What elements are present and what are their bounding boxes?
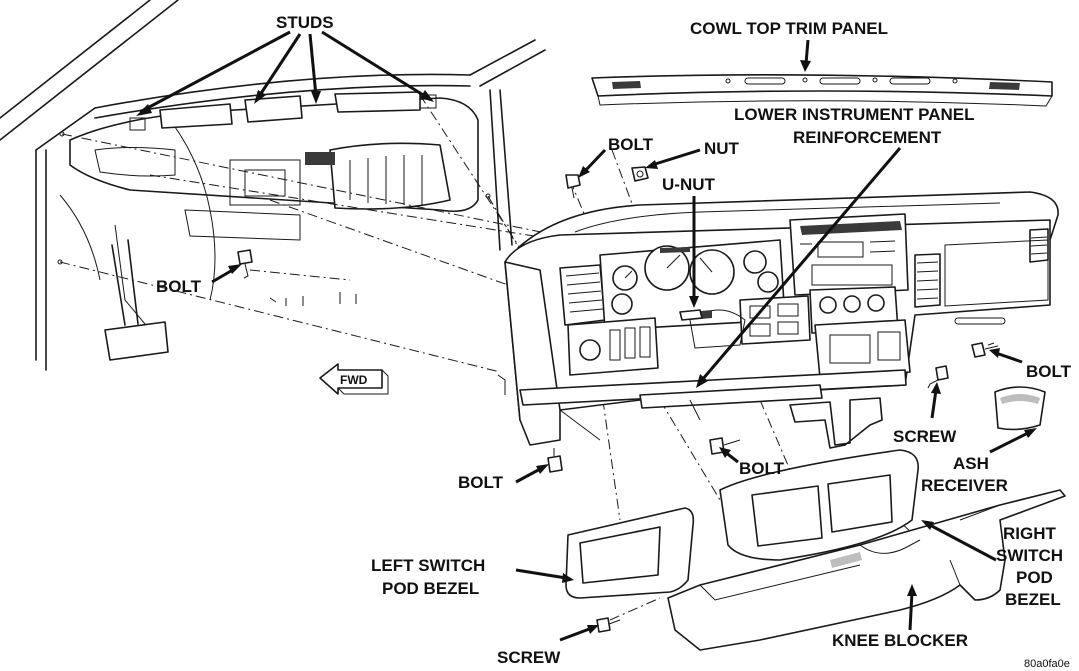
screw-bottom-label: SCREW [497,648,561,667]
studs-label: STUDS [276,13,334,32]
left-switch-pod-bezel [565,507,695,599]
instrument-panel [497,191,1059,449]
bolt-top-fastener [565,174,581,199]
bolt-center-label: BOLT [739,459,785,478]
u-nut-label: U-NUT [662,175,715,194]
right-switch-pod-bezel-label-line2: SWITCH [996,546,1063,565]
cowl-top-trim-panel-label: COWL TOP TRIM PANEL [690,19,888,38]
bolt-lower-left-label: BOLT [458,473,504,492]
left-switch-pod-bezel-label-line1: LEFT SWITCH [371,556,485,575]
knee-blocker-label: KNEE BLOCKER [832,631,968,650]
right-switch-pod-bezel-label-line1: RIGHT [1003,524,1057,543]
screw-right-fastener [927,365,949,389]
ash-receiver-label-line1: ASH [953,454,989,473]
left-switch-pod-bezel-label-line2: POD BEZEL [382,579,479,598]
fasteners [237,166,999,633]
nut-fastener [631,166,649,182]
fwd-label: FWD [340,373,368,387]
bolt-left-fastener [237,249,253,279]
cowl-top-trim-panel [591,74,1053,107]
ash-receiver [994,386,1046,431]
screw-bottom-fastener [596,617,621,633]
bolt-lower-left-fastener [547,448,563,473]
right-switch-pod-bezel-label-line4: BEZEL [1005,590,1061,609]
bolt-right-fastener [971,342,999,358]
vehicle-body-outline [0,0,546,371]
knee-blocker [667,489,1066,651]
right-switch-pod-bezel-label-line3: POD [1016,568,1053,587]
figure-code-label: 80a0fa0e [1024,658,1070,670]
lower-ip-reinforcement-label-line2: REINFORCEMENT [793,128,942,147]
ash-receiver-label-line2: RECEIVER [921,476,1008,495]
bolt-left-label: BOLT [156,277,202,296]
fwd-direction-arrow: FWD [319,363,389,395]
right-switch-pod-bezel [719,449,919,561]
callout-arrows [136,30,1037,642]
lower-ip-reinforcement-label-line1: LOWER INSTRUMENT PANEL [734,105,975,124]
labels: STUDS COWL TOP TRIM PANEL LOWER INSTRUME… [156,13,1072,670]
bolt-right-label: BOLT [1026,362,1072,381]
u-nut-fastener [679,309,703,321]
bolt-top-label: BOLT [608,135,654,154]
nut-label: NUT [704,139,740,158]
screw-right-label: SCREW [893,427,957,446]
